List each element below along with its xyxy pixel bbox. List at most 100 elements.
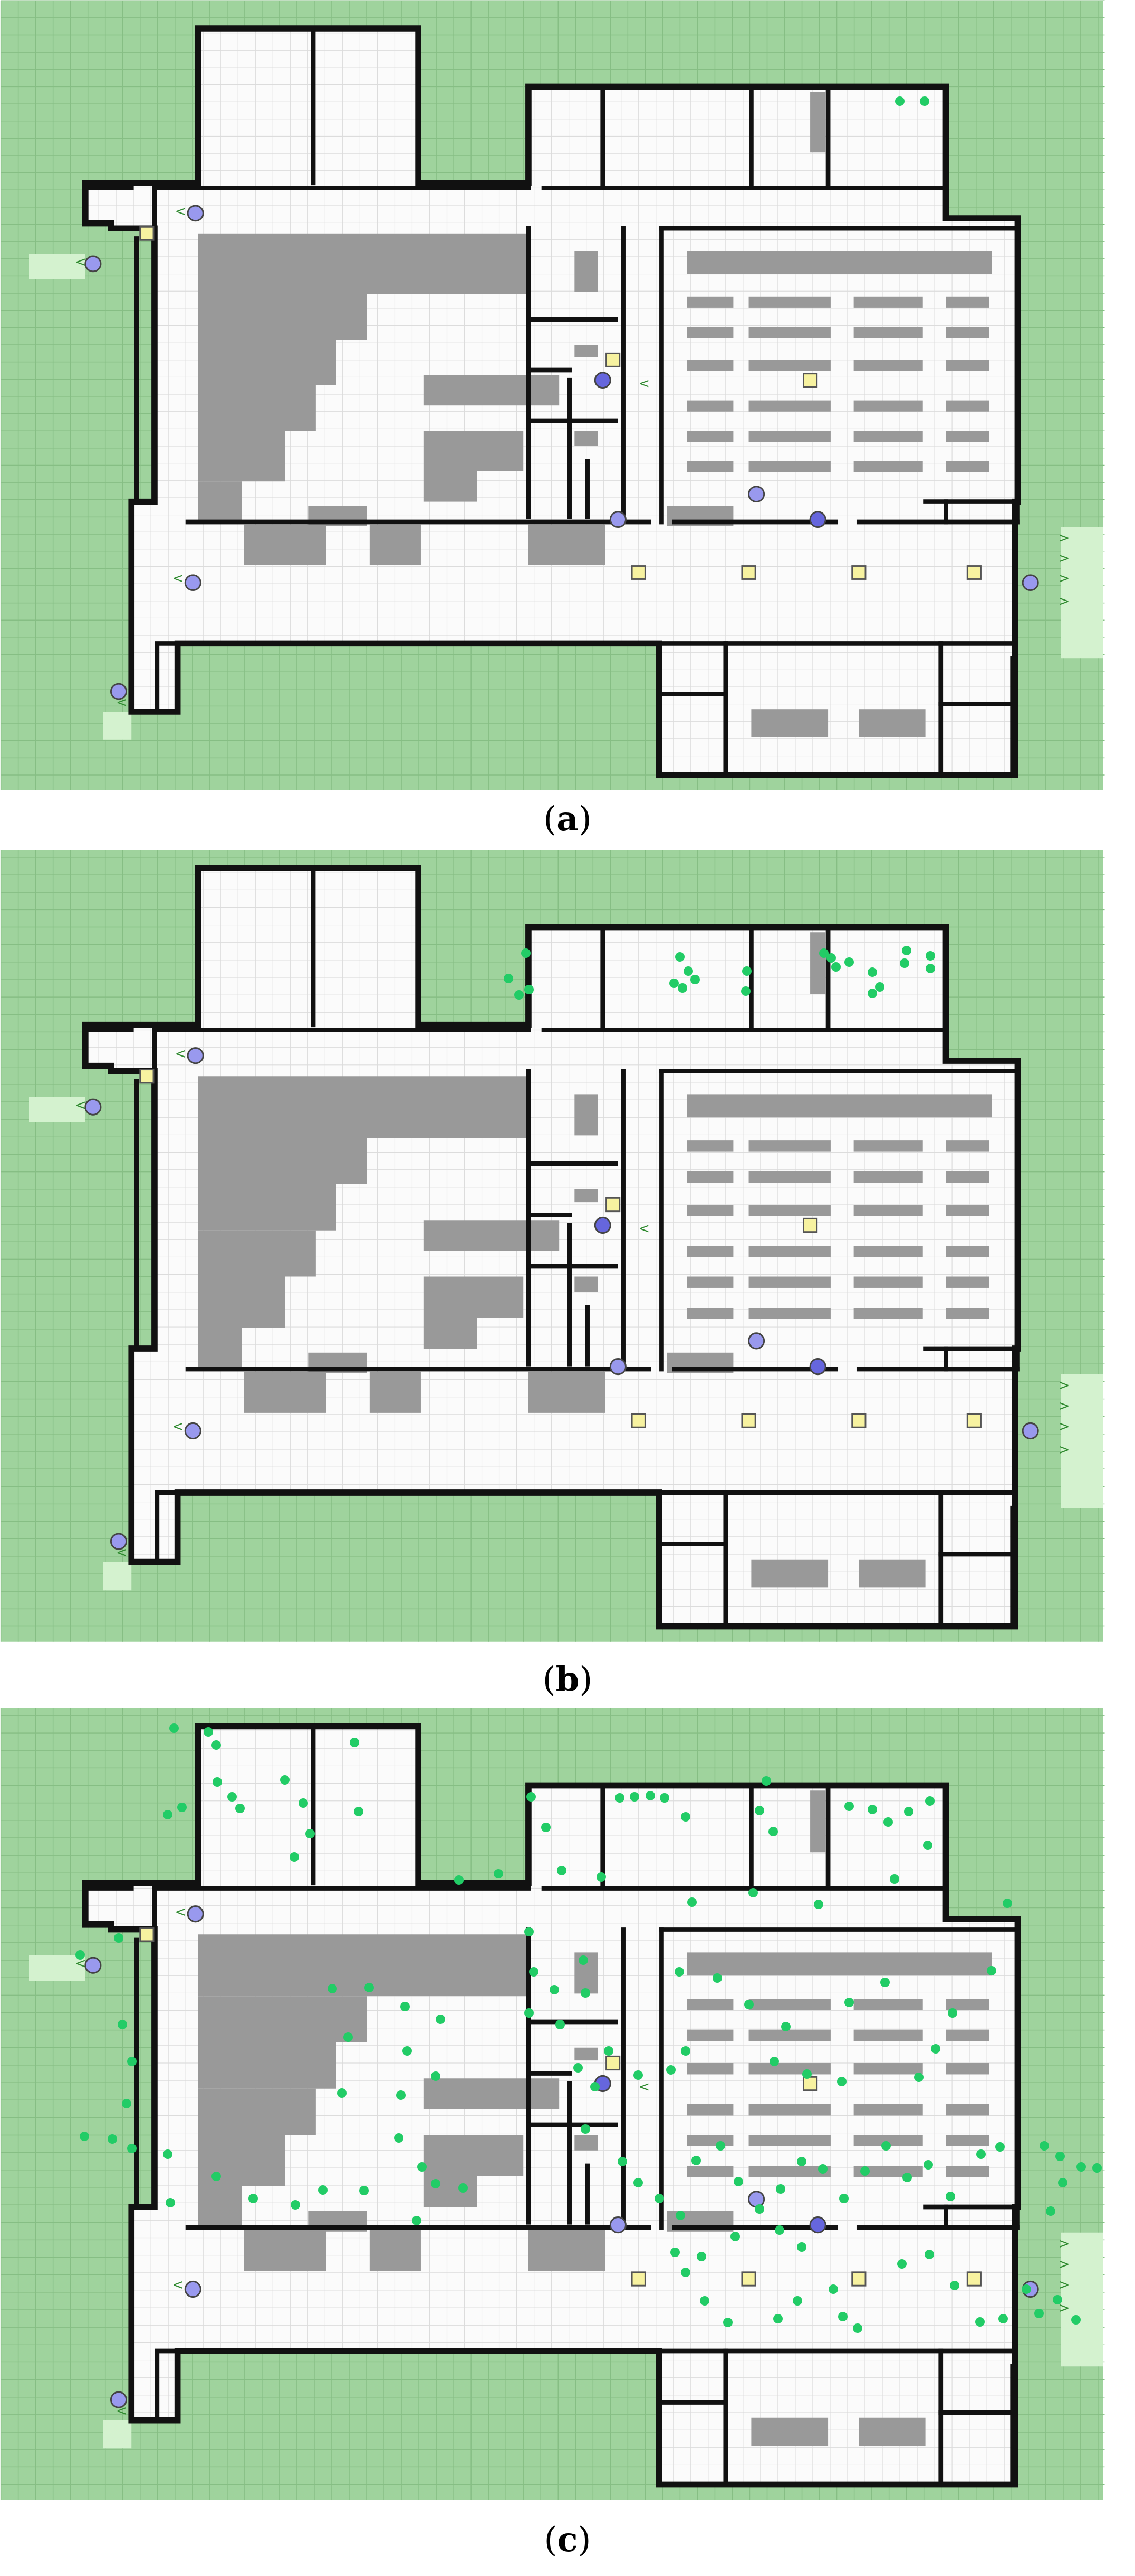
agent-dot — [555, 2020, 565, 2029]
agent-dot — [684, 966, 693, 976]
door-arrow-icon: > — [1059, 2257, 1070, 2272]
floorplan-panel-b: <<<<>>>>< — [0, 850, 1135, 1661]
obstacle-block — [574, 1276, 598, 1292]
waypoint-square — [802, 2076, 818, 2091]
agent-dot — [118, 2020, 127, 2029]
agent-dot — [235, 1804, 245, 1813]
obstacle-block — [946, 2063, 989, 2075]
agent-dot — [883, 1817, 893, 1827]
obstacle-block — [946, 1999, 989, 2010]
obstacle-block — [244, 524, 326, 565]
agent-dot — [1046, 2206, 1055, 2216]
agent-dot — [400, 2002, 410, 2011]
obstacle-block — [574, 2047, 598, 2061]
obstacle-block — [748, 1308, 831, 1319]
door-arrow-icon: > — [1059, 1419, 1070, 1434]
agent-dot — [925, 1796, 935, 1806]
obstacle-block — [198, 2088, 316, 2135]
agent-dot — [890, 1874, 899, 1884]
agent-dot — [350, 1738, 359, 1747]
sensor-circle — [748, 1332, 765, 1350]
obstacle-block — [574, 431, 598, 447]
obstacle-block — [748, 2166, 831, 2177]
obstacle-block — [574, 251, 598, 292]
waypoint-square — [741, 2271, 756, 2287]
obstacle-block — [853, 431, 923, 442]
sensor-circle — [609, 511, 627, 528]
agent-dot — [213, 1777, 222, 1787]
agent-dot — [211, 1740, 221, 1750]
obstacle-block — [423, 431, 524, 472]
agent-dot — [781, 2022, 791, 2031]
obstacle-block — [751, 2417, 829, 2446]
agent-dot — [524, 985, 534, 994]
agent-dot — [305, 1829, 315, 1838]
waypoint-square — [139, 1927, 155, 1942]
obstacle-block — [198, 2042, 336, 2089]
agent-dot — [618, 2157, 627, 2166]
waypoint-square — [966, 565, 982, 580]
obstacle-block — [946, 461, 989, 472]
obstacle-block — [853, 360, 923, 371]
obstacle-block — [687, 2166, 734, 2177]
agent-dot — [318, 2185, 328, 2195]
agent-dot — [615, 1793, 624, 1803]
obstacle-block — [687, 1999, 734, 2010]
waypoint-square — [966, 1413, 982, 1428]
obstacle-block — [853, 1246, 923, 1257]
obstacle-block — [687, 431, 734, 442]
obstacle-block — [853, 2104, 923, 2116]
obstacle-block — [859, 2417, 926, 2446]
obstacle-block — [748, 2135, 831, 2146]
agent-dot — [831, 962, 841, 972]
agent-dot — [669, 979, 679, 988]
agent-dot — [950, 2281, 959, 2290]
obstacle-block — [687, 1205, 734, 1216]
exit-area — [29, 254, 85, 279]
door-arrow-icon: < — [175, 204, 186, 219]
obstacle-block — [423, 471, 477, 502]
obstacle-block — [946, 2135, 989, 2146]
agent-dot — [328, 1984, 337, 1993]
agent-dot — [742, 966, 752, 976]
agent-dot — [204, 1727, 213, 1737]
door-arrow-icon: < — [639, 376, 650, 391]
sensor-circle — [110, 683, 127, 700]
door-arrow-icon: > — [1059, 1378, 1070, 1393]
obstacle-block — [748, 431, 831, 442]
waypoint-square — [605, 352, 621, 367]
agent-dot — [646, 1791, 655, 1800]
door-arrow-icon: < — [172, 570, 184, 586]
agent-dot — [741, 986, 751, 996]
waypoint-square — [631, 1413, 646, 1428]
obstacle-block — [198, 233, 526, 294]
agent-dot — [797, 2242, 806, 2252]
agent-dot — [1003, 1899, 1012, 1908]
agent-dot — [853, 2323, 862, 2333]
obstacle-block — [751, 709, 829, 737]
agent-dot — [660, 1793, 669, 1803]
agent-dot — [1034, 2309, 1044, 2318]
sensor-circle — [1022, 574, 1039, 592]
obstacle-block — [198, 1138, 367, 1184]
waypoint-square — [802, 373, 818, 388]
obstacle-block — [853, 296, 923, 308]
agent-dot — [597, 1872, 606, 1882]
obstacle-block — [946, 1276, 989, 1288]
agent-dot — [829, 2284, 838, 2294]
door-arrow-icon: < — [172, 1419, 184, 1434]
agent-dot — [127, 2057, 137, 2066]
obstacle-block — [423, 1220, 560, 1251]
agent-layer — [895, 96, 929, 106]
agent-dot — [670, 2248, 680, 2257]
obstacle-block — [687, 461, 734, 472]
sensor-circle — [187, 205, 204, 222]
door-arrow-icon: > — [1059, 594, 1070, 609]
sensor-circle — [748, 2191, 765, 2208]
sensor-circle — [809, 1358, 826, 1376]
obstacle-block — [946, 400, 989, 412]
agent-dot — [987, 1966, 996, 1975]
agent-layer — [504, 946, 935, 1000]
obstacle-block — [748, 2063, 831, 2075]
obstacle-block — [574, 1189, 598, 1203]
